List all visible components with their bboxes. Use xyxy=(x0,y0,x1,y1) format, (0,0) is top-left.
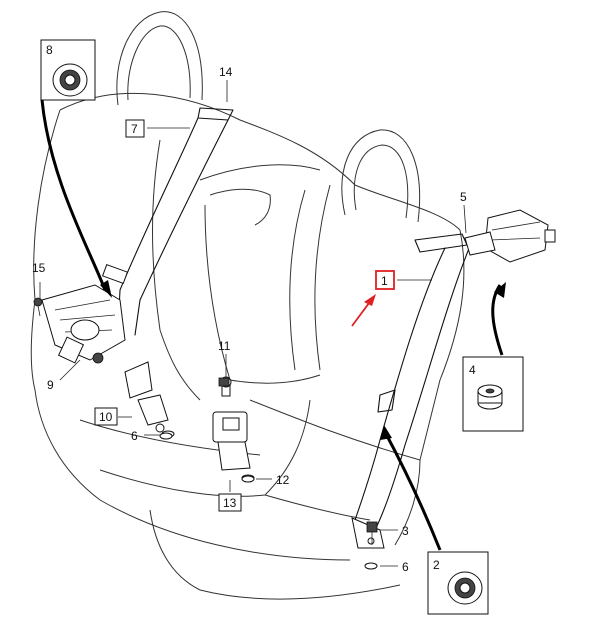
right-seat-belt xyxy=(351,233,471,549)
left-seat-belt xyxy=(101,107,234,336)
nut-icon xyxy=(477,384,503,410)
reference-arrows xyxy=(40,99,506,551)
label-12: 12 xyxy=(276,473,290,487)
label-box-7 xyxy=(125,119,145,138)
washer-12 xyxy=(241,475,255,483)
label-14: 14 xyxy=(219,65,233,79)
label-box-1 xyxy=(375,270,395,290)
label-7: 7 xyxy=(131,122,138,136)
washer-6-right xyxy=(364,562,378,570)
seat-outline xyxy=(30,11,465,600)
label-1: 1 xyxy=(381,274,388,288)
label-6-right: 6 xyxy=(402,560,409,574)
label-9: 9 xyxy=(47,378,54,392)
label-13: 13 xyxy=(223,496,237,510)
label-3: 3 xyxy=(402,524,409,538)
label-4: 4 xyxy=(469,363,476,377)
label-box-13 xyxy=(218,493,242,512)
bolt-3 xyxy=(366,521,378,545)
buckle-left xyxy=(124,361,175,438)
buckle-center xyxy=(212,376,255,482)
belt-retractor-left xyxy=(33,284,126,364)
label-15: 15 xyxy=(32,261,46,275)
label-2: 2 xyxy=(433,558,440,572)
leader-lines xyxy=(39,80,467,567)
detail-box-2 xyxy=(427,551,489,615)
detail-box-8 xyxy=(40,39,96,101)
grommet-icon xyxy=(447,571,483,605)
highlight-arrow xyxy=(351,294,376,327)
label-11: 11 xyxy=(218,339,231,353)
detail-box-4 xyxy=(462,356,524,432)
bolt-11 xyxy=(218,377,230,387)
label-box-10 xyxy=(94,407,118,426)
label-10: 10 xyxy=(99,410,113,424)
label-6-left: 6 xyxy=(131,429,138,443)
label-8: 8 xyxy=(46,43,53,57)
belt-retractor-right xyxy=(464,209,556,263)
washer-6-left xyxy=(159,432,173,440)
grommet-icon xyxy=(52,63,88,97)
label-5: 5 xyxy=(460,190,467,204)
